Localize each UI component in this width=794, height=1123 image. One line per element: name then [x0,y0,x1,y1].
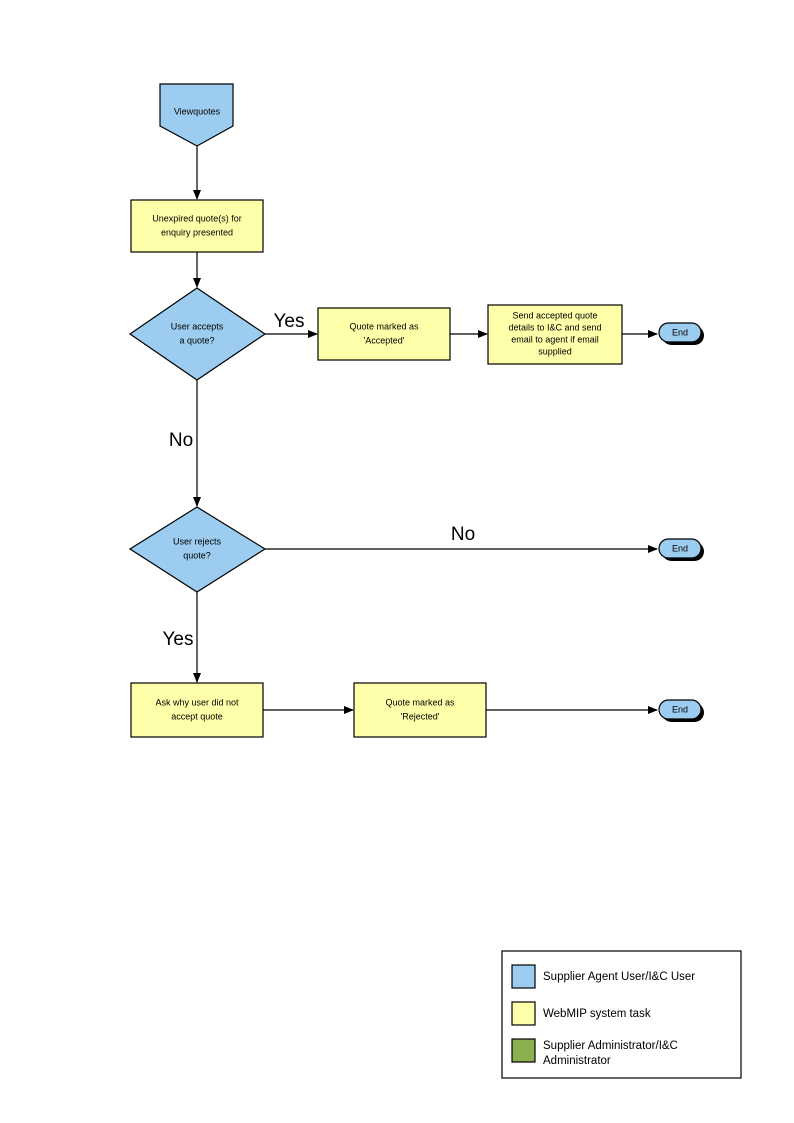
unexpired-label-line2: enquiry presented [161,227,233,237]
node-quote-marked-rejected[interactable]: Quote marked as 'Rejected' [353,682,487,738]
edge-label-reject-yes: Yes [163,629,194,650]
legend-item-webmip-system-task: WebMIP system task [511,1001,651,1026]
legend: Supplier Agent User/I&C User WebMIP syst… [501,950,742,1079]
decision-reject-diamond-shape [128,506,267,593]
legend-swatch-yellow [511,1001,536,1026]
edge-label-accept-yes: Yes [274,311,305,332]
send-details-box-shape [487,304,623,365]
legend-item-supplier-agent-user: Supplier Agent User/I&C User [511,964,695,989]
legend-label-supplier-administrator-line2: Administrator [543,1055,611,1067]
ask-why-label-line2: accept quote [171,711,223,721]
end-rejected-terminator-shape [658,699,702,720]
send-details-label-line2: details to I&C and send [508,322,601,332]
unexpired-box-shape [130,199,264,253]
node-end-accepted[interactable]: End [658,322,704,345]
end-accepted-terminator-shape [658,322,702,343]
quote-rejected-label-line1: Quote marked as [385,697,455,707]
decision-reject-label-line2: quote? [183,550,211,560]
send-details-label-line1: Send accepted quote [512,310,597,320]
decision-accept-label-line2: a quote? [179,335,214,345]
legend-label-supplier-agent-user: Supplier Agent User/I&C User [543,971,695,983]
edge-labels-layer: Yes No No Yes [163,311,476,650]
node-start-view-quotes[interactable]: Viewquotes [159,83,234,147]
node-decision-user-accepts[interactable]: User accepts a quote? [128,287,267,381]
node-ask-why-not-accepted[interactable]: Ask why user did not accept quote [130,682,264,738]
legend-swatch-blue [511,964,536,989]
edge-label-accept-no: No [169,430,193,451]
send-details-label-line3: email to agent if email [511,334,599,344]
legend-frame [501,950,742,1079]
ask-why-label-line1: Ask why user did not [155,697,239,707]
end-no-reject-label: End [672,543,688,553]
decision-accept-diamond-shape [128,287,267,381]
quote-accepted-label-line1: Quote marked as [349,321,419,331]
end-rejected-label: End [672,704,688,714]
decision-reject-label-line1: User rejects [173,536,222,546]
end-accepted-label: End [672,327,688,337]
node-quote-marked-accepted[interactable]: Quote marked as 'Accepted' [317,307,451,361]
ask-why-box-shape [130,682,264,738]
node-unexpired-quotes[interactable]: Unexpired quote(s) for enquiry presented [130,199,264,253]
quote-accepted-box-shape [317,307,451,361]
unexpired-label-line1: Unexpired quote(s) for [152,213,242,223]
legend-label-webmip-system-task: WebMIP system task [543,1008,651,1020]
quote-rejected-box-shape [353,682,487,738]
node-decision-user-rejects[interactable]: User rejects quote? [128,506,267,593]
decision-accept-label-line1: User accepts [171,321,224,331]
node-end-no-reject[interactable]: End [658,538,704,561]
quote-rejected-label-line2: 'Rejected' [401,711,440,721]
node-send-accepted-quote-details[interactable]: Send accepted quote details to I&C and s… [487,304,623,365]
legend-swatch-green [511,1038,536,1063]
start-pentagon-shape [159,83,234,147]
send-details-label-line4: supplied [538,346,572,356]
edges-layer [193,146,658,714]
node-end-rejected[interactable]: End [658,699,704,722]
quote-accepted-label-line2: 'Accepted' [364,335,405,345]
legend-label-supplier-administrator-line1: Supplier Administrator/I&C [543,1040,678,1052]
legend-item-supplier-administrator: Supplier Administrator/I&C Administrator [511,1038,678,1067]
start-label: Viewquotes [174,106,221,116]
end-no-reject-terminator-shape [658,538,702,559]
edge-label-reject-no: No [451,524,475,545]
